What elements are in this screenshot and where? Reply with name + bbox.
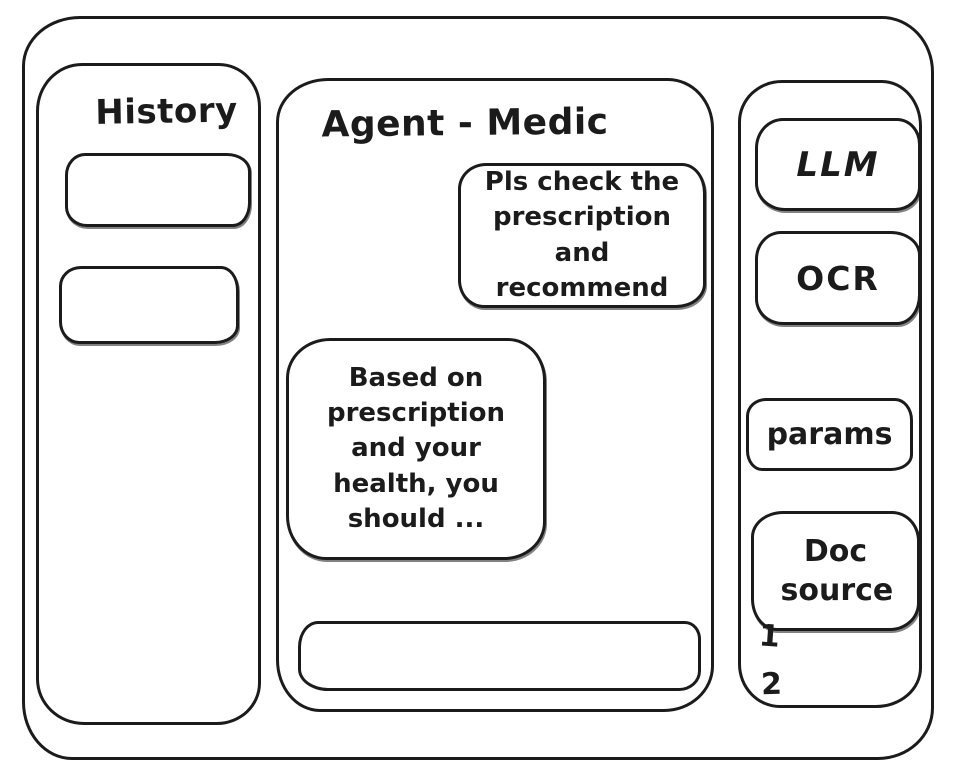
history-item[interactable] bbox=[65, 153, 251, 227]
ocr-button[interactable]: OCR bbox=[755, 231, 921, 325]
agent-message-bubble: Based on prescription and your health, y… bbox=[286, 338, 546, 560]
llm-button[interactable]: LLM bbox=[755, 118, 921, 211]
doc-source-item-1[interactable]: 1 bbox=[757, 618, 782, 655]
doc-source-label: Doc source bbox=[780, 534, 894, 608]
doc-source-button[interactable]: Doc source bbox=[751, 511, 920, 631]
tools-panel: LLM OCR params Doc source 1 2 bbox=[738, 80, 922, 708]
user-message-bubble: Pls check the prescription and recommend bbox=[458, 163, 706, 308]
params-button[interactable]: params bbox=[746, 398, 913, 471]
history-title: History bbox=[94, 90, 239, 133]
history-item[interactable] bbox=[59, 266, 239, 344]
chat-panel: Agent - Medic Pls check the prescription… bbox=[276, 78, 714, 712]
doc-source-item-2[interactable]: 2 bbox=[760, 666, 783, 703]
chat-title: Agent - Medic bbox=[321, 101, 609, 146]
history-panel: History bbox=[36, 63, 261, 725]
chat-input[interactable] bbox=[298, 621, 701, 691]
